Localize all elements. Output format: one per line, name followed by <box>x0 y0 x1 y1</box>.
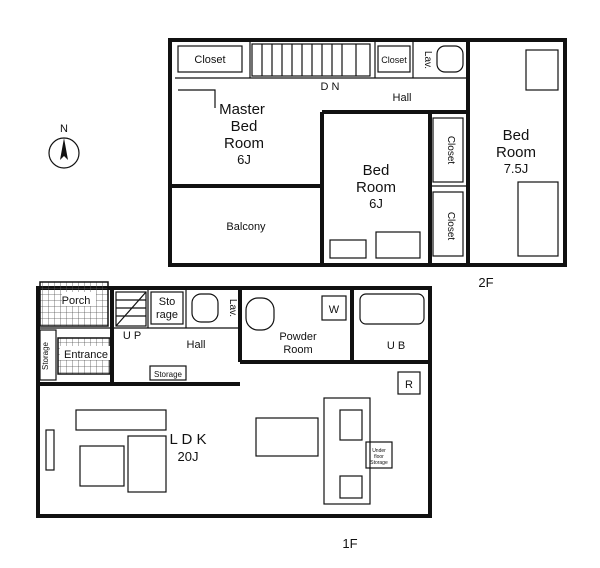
sink-icon <box>339 409 363 441</box>
coffee-table-icon <box>79 445 125 487</box>
bed-master-icon <box>178 89 216 108</box>
closet-v2-label: Closet <box>445 212 456 241</box>
storage-box-label-1: Sto <box>159 296 176 308</box>
storage-box-outline <box>150 291 184 325</box>
closet-top-label: Closet <box>194 54 225 66</box>
under-floor-storage-outline <box>365 441 393 469</box>
under-floor-label-2: floor <box>374 454 384 460</box>
ldk-label-1: L D K <box>170 431 207 448</box>
sofa-icon <box>75 409 167 431</box>
refrigerator-label: R <box>405 379 413 391</box>
bed-right-label-2: Room <box>496 144 536 161</box>
desk-right-icon <box>525 49 559 91</box>
toilet-2f-icon <box>436 45 464 73</box>
closet-small-label: Closet <box>381 55 407 65</box>
washer-outline <box>321 295 347 321</box>
master-bed-label-1: Master <box>219 101 265 118</box>
balcony-label: Balcony <box>226 221 266 233</box>
under-floor-label-1: Under <box>372 448 386 454</box>
floor-2f: Closet D N Closet Lav. Hall Master Bed R… <box>168 38 567 290</box>
stairs-dn-label: D N <box>321 81 340 93</box>
closet-v1-label: Closet <box>445 136 456 165</box>
bed-right-label-3: 7.5J <box>504 161 529 176</box>
storage-v-outline <box>39 329 57 381</box>
washer-label: W <box>329 304 340 316</box>
closet-v1-outline <box>432 117 464 183</box>
bed-mid-label-2: Room <box>356 179 396 196</box>
powder-room-label-1: Powder <box>279 331 317 343</box>
stairs-2f <box>251 43 371 77</box>
porch-label: Porch <box>62 295 91 307</box>
hall-1f-label: Hall <box>187 339 206 351</box>
compass: N <box>48 123 80 169</box>
closet-top-outline <box>177 45 243 73</box>
tv-board-icon <box>45 429 55 471</box>
closet-v2-outline <box>432 191 464 257</box>
floor-1f: Porch Storage Entrance U P Sto rage Lav.… <box>36 281 432 551</box>
storage-small-label: Storage <box>154 370 183 379</box>
armchair-icon <box>127 435 167 493</box>
bed-mid-label-3: 6J <box>369 196 383 211</box>
bed-right-label-1: Bed <box>503 127 530 144</box>
2f-outer-wall <box>168 38 567 267</box>
powder-room-label-2: Room <box>283 344 312 356</box>
refrigerator-outline <box>397 371 421 395</box>
ldk-label-2: 20J <box>178 449 199 464</box>
bed-mid-icon <box>329 239 367 259</box>
closet-small-outline <box>377 45 411 73</box>
under-floor-label-3: Storage <box>370 460 388 466</box>
entrance-label: Entrance <box>64 349 108 361</box>
master-bed-label-4: 6J <box>237 152 251 167</box>
unit-bath-label: U B <box>387 340 405 352</box>
stairs-1f <box>115 291 147 327</box>
lav-2f-label: Lav. <box>422 51 433 69</box>
kitchen-counter <box>323 397 371 505</box>
storage-v-label: Storage <box>41 341 50 370</box>
washbasin-icon <box>245 297 275 331</box>
toilet-1f-icon <box>191 293 219 323</box>
hall-2f-label: Hall <box>393 92 412 104</box>
compass-label: N <box>60 123 68 135</box>
storage-box-label-2: rage <box>156 309 178 321</box>
bed-right-icon <box>517 181 559 257</box>
floor-1f-label: 1F <box>342 536 357 551</box>
stove-icon <box>339 475 363 499</box>
lav-1f-label: Lav. <box>227 299 238 317</box>
floor-2f-label: 2F <box>478 275 493 290</box>
desk-mid-icon <box>375 231 421 259</box>
dining-table-icon <box>255 417 319 457</box>
master-bed-label-3: Room <box>224 135 264 152</box>
stairs-up-label: U P <box>123 330 141 342</box>
bed-mid-label-1: Bed <box>363 162 390 179</box>
bathtub-icon <box>359 293 425 325</box>
north-arrow-icon <box>60 138 68 160</box>
storage-small-outline <box>149 365 187 381</box>
1f-outer-wall <box>36 286 432 518</box>
master-bed-label-2: Bed <box>231 118 258 135</box>
